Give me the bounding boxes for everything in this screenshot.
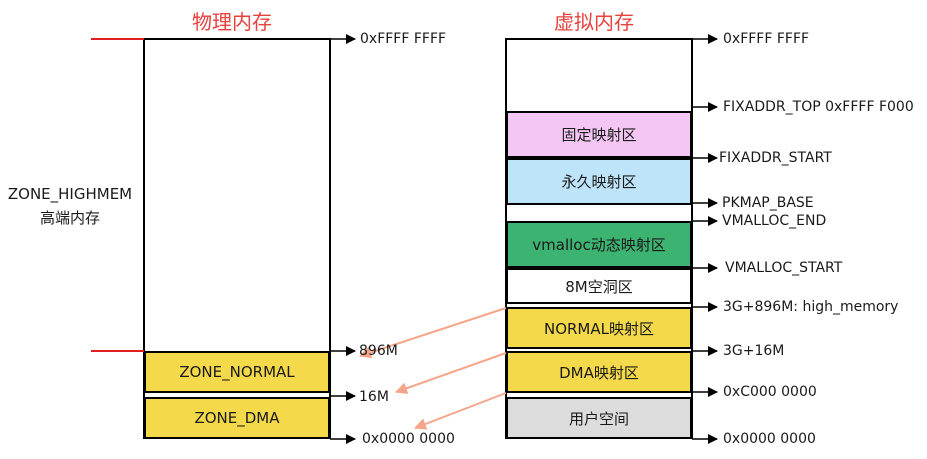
- vmalloc-label: vmalloc动态映射区: [532, 236, 666, 254]
- virt-pkmap-base: PKMAP_BASE: [722, 195, 814, 211]
- dma-mapping-label: DMA映射区: [559, 363, 639, 382]
- hole-label: 8M空洞区: [565, 277, 633, 296]
- phys-addr-zero: 0x0000 0000: [362, 431, 455, 447]
- mapping-arrow-16m: [395, 352, 507, 394]
- fixmap-region: 固定映射区: [506, 111, 692, 158]
- highmem-cn-label: 高端内存: [39, 209, 100, 227]
- user-space-label: 用户空间: [568, 409, 629, 428]
- virt-vmalloc-end: VMALLOC_END: [722, 213, 827, 229]
- virt-high-memory: 3G+896M: high_memory: [723, 299, 899, 315]
- phys-addr-top: 0xFFFF FFFF: [360, 31, 447, 47]
- virt-addr-c000: 0xC000 0000: [723, 384, 817, 400]
- virtual-memory-title: 虚拟内存: [554, 10, 634, 34]
- virt-addr-top: 0xFFFF FFFF: [723, 31, 810, 47]
- pkmap-region: 永久映射区: [506, 158, 692, 205]
- pkmap-label: 永久映射区: [561, 173, 637, 191]
- vmalloc-region: vmalloc动态映射区: [506, 221, 692, 268]
- normal-mapping-region: NORMAL映射区: [506, 307, 692, 349]
- virt-vmalloc-start: VMALLOC_START: [725, 260, 843, 276]
- virt-fixaddr-start: FIXADDR_START: [719, 150, 832, 166]
- zone-normal-box: ZONE_NORMAL: [144, 351, 330, 393]
- fixmap-label: 固定映射区: [561, 126, 637, 144]
- physical-memory-title: 物理内存: [192, 10, 272, 34]
- hole-region: 8M空洞区: [506, 268, 692, 304]
- virt-addr-zero: 0x0000 0000: [723, 431, 816, 447]
- zone-dma-box: ZONE_DMA: [144, 397, 330, 439]
- virt-fixaddr-top: FIXADDR_TOP 0xFFFF F000: [723, 99, 914, 115]
- phys-addr-896m: 896M: [359, 343, 398, 359]
- mapping-arrow-896m: [359, 307, 507, 359]
- zone-dma-label: ZONE_DMA: [194, 409, 280, 427]
- mapping-arrow-zero: [414, 392, 507, 430]
- normal-mapping-label: NORMAL映射区: [543, 319, 654, 338]
- dma-mapping-region: DMA映射区: [506, 351, 692, 393]
- virt-addr-3g16m: 3G+16M: [723, 343, 785, 359]
- user-space-region: 用户空间: [506, 397, 692, 439]
- zone-normal-label: ZONE_NORMAL: [179, 363, 295, 381]
- phys-addr-16m: 16M: [359, 389, 389, 405]
- zone-highmem-label: ZONE_HIGHMEM: [7, 185, 133, 203]
